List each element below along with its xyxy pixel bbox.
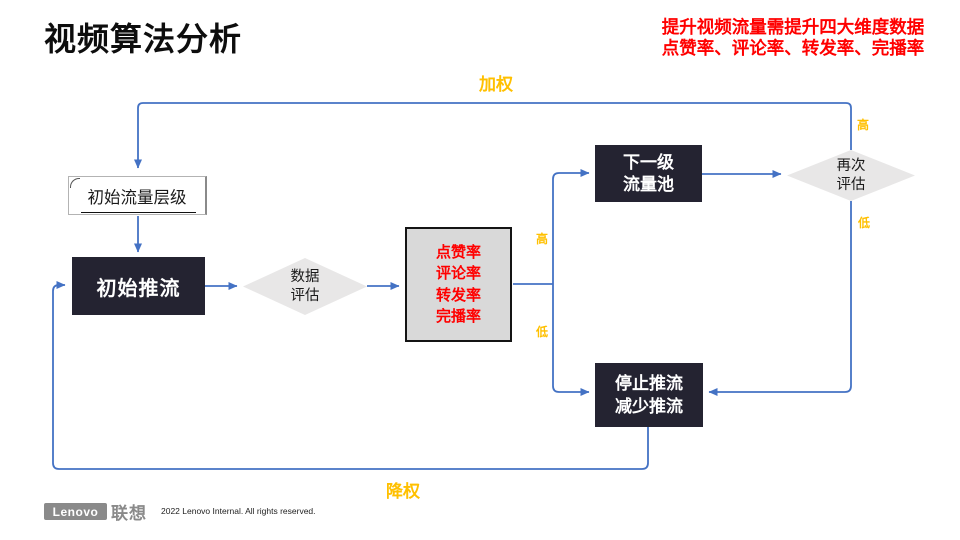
page-title: 视频算法分析 [44,21,243,57]
callout-line-1: 提升视频流量需提升四大维度数据 [661,17,925,37]
node-next-level-pool: 下一级 流量池 [595,145,702,202]
node-data-evaluation: 数据 评估 [243,258,367,315]
metric-comment-rate: 评论率 [435,265,481,282]
node-stop-push-line-2: 减少推流 [615,397,683,416]
node-data-evaluation-line-2: 评估 [290,287,320,304]
copyright-text: 2022 Lenovo Internal. All rights reserve… [161,506,316,516]
label-high-right: 高 [857,118,870,132]
metric-like-rate: 点赞率 [435,243,481,261]
callout-line-2: 点赞率、评论率、转发率、完播率 [661,38,925,58]
node-metrics-box: 点赞率 评论率 转发率 完播率 [405,227,512,342]
lenovo-logo-text: Lenovo [52,504,99,519]
callout-text: 提升视频流量需提升四大维度数据 点赞率、评论率、转发率、完播率 [630,17,956,59]
node-initial-push: 初始推流 [72,257,205,315]
node-next-level-pool-line-1: 下一级 [623,152,674,172]
lenovo-logo: Lenovo [44,503,107,520]
node-initial-traffic-level-label: 初始流量层级 [87,188,187,207]
label-weight-up: 加权 [479,75,513,94]
label-low-mid: 低 [536,325,549,339]
label-low-right: 低 [858,216,871,230]
label-high-mid: 高 [536,232,549,246]
node-re-evaluation-line-1: 再次 [836,157,866,174]
node-next-level-pool-line-2: 流量池 [623,174,674,194]
metric-completion-rate: 完播率 [435,308,481,325]
underline-bar [81,211,196,213]
node-initial-push-label: 初始推流 [96,277,181,300]
corner-curl-mark [70,178,80,188]
node-stop-push: 停止推流 减少推流 [595,363,703,427]
label-weight-down: 降权 [386,482,420,501]
node-data-evaluation-line-1: 数据 [290,268,320,285]
node-re-evaluation: 再次 评估 [787,150,915,201]
node-stop-push-line-1: 停止推流 [615,374,683,393]
node-re-evaluation-line-2: 评估 [836,176,866,193]
metric-share-rate: 转发率 [435,286,481,304]
node-initial-traffic-level: 初始流量层级 [68,176,207,215]
lenovo-logo-cn: 联想 [111,504,147,523]
